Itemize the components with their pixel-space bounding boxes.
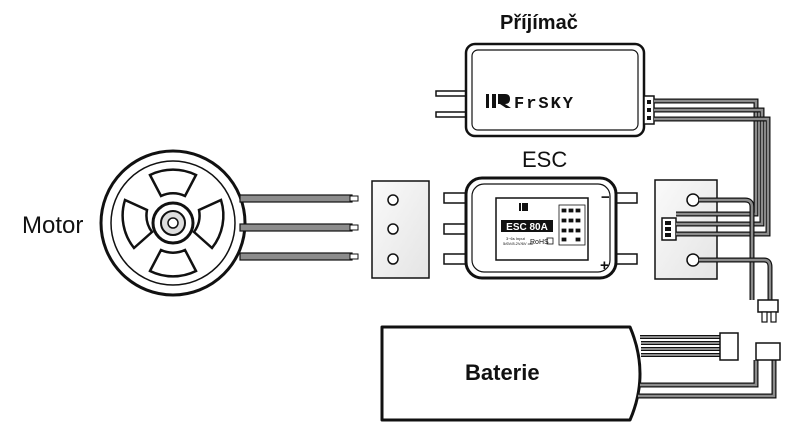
motor: [99, 149, 247, 297]
esc-minus-label: −: [601, 189, 610, 206]
esc-info-block: [558, 204, 586, 246]
battery-label: Baterie: [465, 360, 540, 385]
motor-terminal-plate: [371, 180, 430, 279]
motor-label: Motor: [22, 212, 84, 239]
esc-input-text-1: 3~6s Input: [506, 236, 526, 241]
esc-rohs-label: RoHS: [530, 239, 549, 246]
esc-label: ESC: [522, 147, 568, 172]
esc-input-text-2: 5/6V/8.2V/6V out: [503, 241, 534, 246]
esc-plus-label: +: [600, 257, 609, 274]
motor-spokes: [121, 168, 225, 278]
receiver-label: Příjímač: [500, 12, 578, 34]
receiver: FrSKY: [435, 42, 655, 138]
servo-lead: [654, 98, 771, 237]
esc-module: ESC 80A 3~6s Input 5/6V/8.2V/6V out RoHS…: [443, 176, 638, 280]
esc-battery-leads: [699, 197, 779, 323]
motor-wires: [239, 194, 359, 261]
receiver-logo: FrSKY: [514, 95, 575, 114]
esc-output-plate: [654, 179, 718, 280]
battery: [380, 325, 781, 422]
esc-model-label: ESC 80A: [506, 222, 548, 233]
